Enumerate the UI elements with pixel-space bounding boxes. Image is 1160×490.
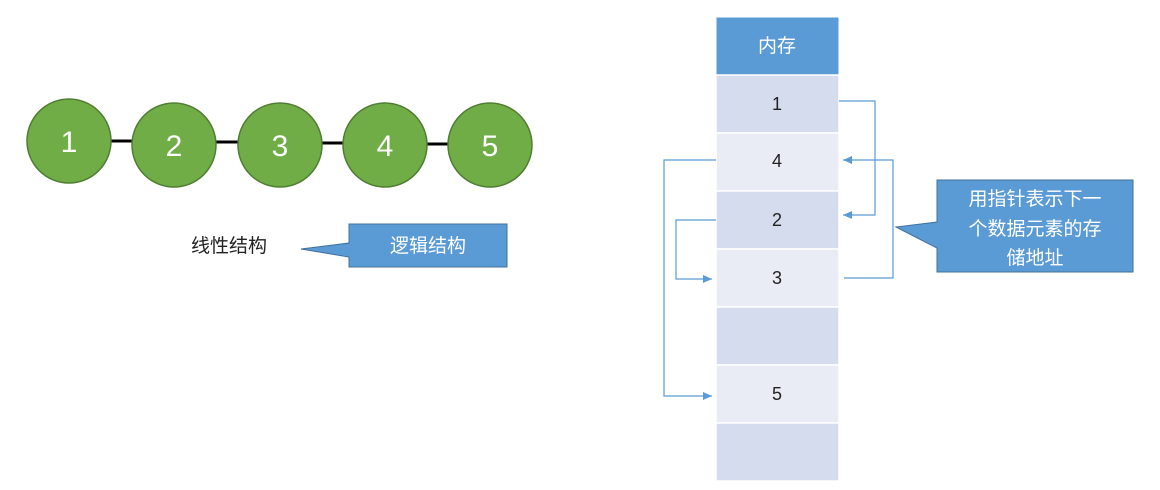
memory-cell-5 [715,306,840,366]
memory-cell-6-label: 5 [772,384,782,404]
memory-header [715,16,840,76]
chain-node-3: 3 [237,102,323,188]
pointer-arrow-2-to-3 [675,219,716,283]
memory-cell-4-label: 3 [772,268,782,288]
chain-node-2: 2 [131,102,217,188]
pointer-arrow-4-to-5 [663,159,716,400]
chain-node-1-label: 1 [61,126,78,159]
memory-cell-3-label: 2 [772,210,782,230]
memory-cell-7 [715,422,840,482]
linear-structure-chain: 1 2 3 4 5 [26,98,533,188]
memory-header-label: 内存 [758,35,796,57]
pointer-arrow-1-to-2 [839,100,876,219]
chain-node-2-label: 2 [166,130,183,163]
pointer-callout: 用指针表示下一 个数据元素的存 储地址 [894,179,1134,273]
chain-node-3-label: 3 [272,130,289,163]
pointer-arrows [663,100,894,400]
memory-cell-4 [715,248,840,308]
logical-structure-callout: 逻辑结构 [300,223,508,268]
chain-node-4: 4 [342,102,428,188]
logical-structure-callout-text: 逻辑结构 [390,235,466,257]
memory-cell-1 [715,74,840,134]
memory-cell-2-label: 4 [772,151,782,171]
memory-cell-3 [715,190,840,250]
chain-node-5-label: 5 [482,130,499,163]
memory-column: 内存 1 4 2 3 5 [715,16,840,482]
pointer-callout-line-3: 储地址 [1006,247,1063,269]
pointer-callout-line-1: 用指针表示下一 [968,188,1101,210]
memory-cell-2 [715,132,840,192]
memory-cell-1-label: 1 [772,94,782,114]
linear-structure-label: 线性结构 [191,235,267,257]
chain-node-1: 1 [26,98,112,184]
chain-node-4-label: 4 [377,130,394,163]
chain-node-5: 5 [447,102,533,188]
pointer-callout-line-2: 个数据元素的存 [968,218,1101,240]
pointer-arrow-3-to-4 [843,156,894,279]
